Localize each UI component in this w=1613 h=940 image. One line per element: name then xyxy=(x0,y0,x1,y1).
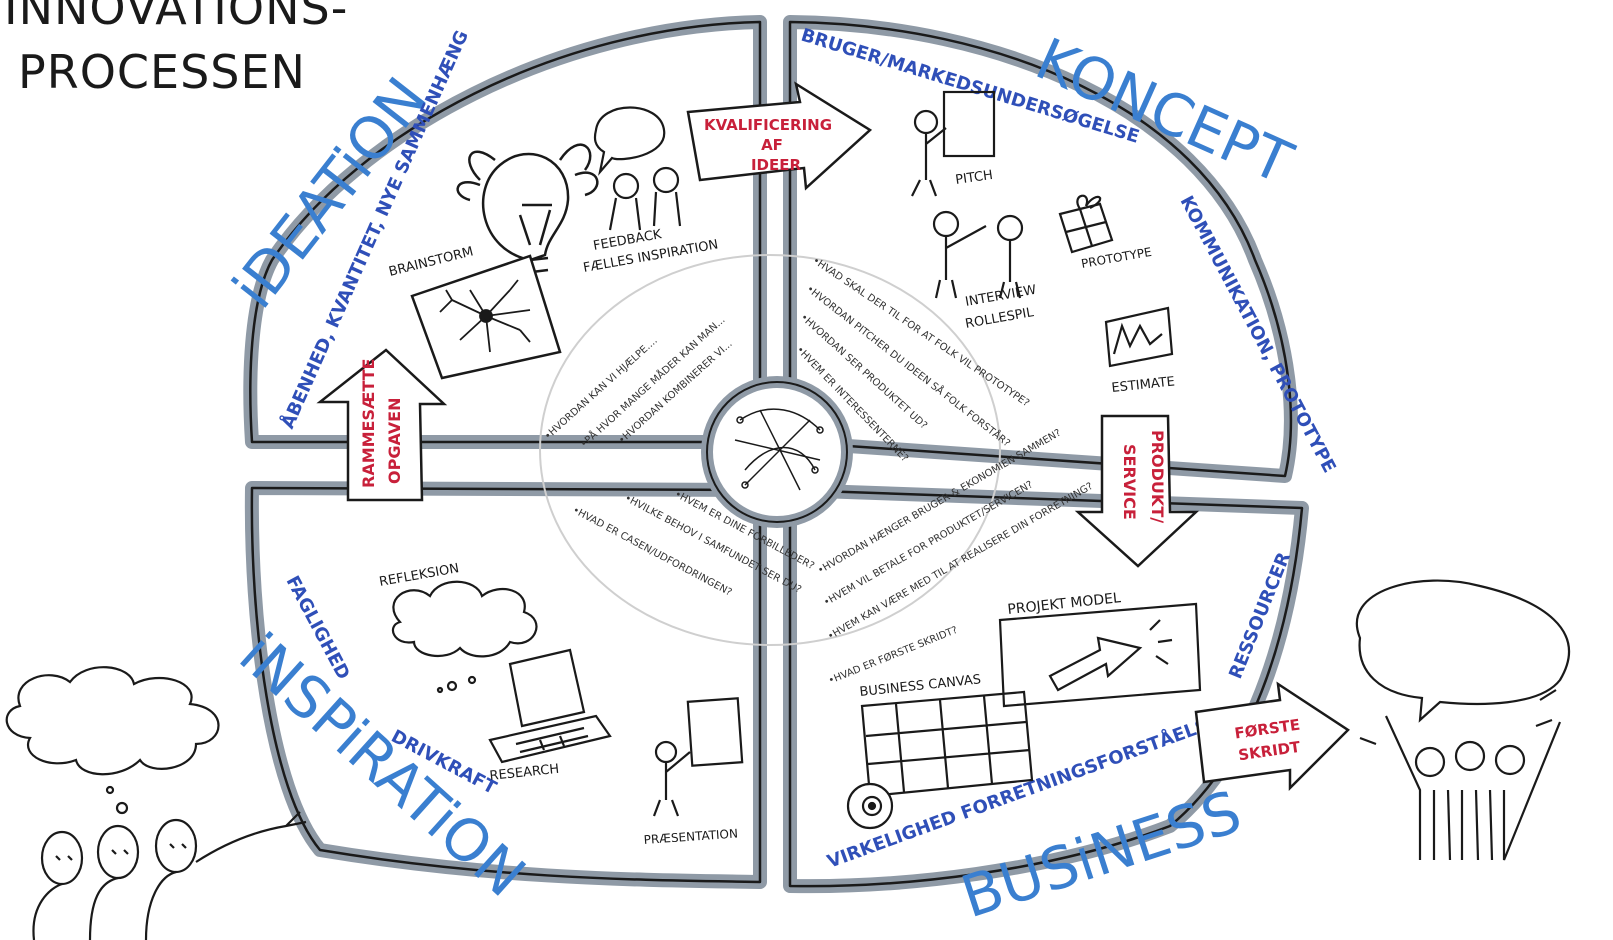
presentation-icon: PRÆSENTATION xyxy=(643,697,744,847)
title-line-2: PROCESSEN xyxy=(18,45,306,99)
interview-icon: INTERVIEW ROLLESPIL xyxy=(932,210,1038,332)
kvalificering-line-2: AF xyxy=(761,136,783,154)
forste-skridt-arrow: FØRSTE SKRIDT xyxy=(1194,681,1350,792)
refleksion-label: REFLEKSION xyxy=(378,561,460,590)
kvalificering-line-1: KVALIFICERING xyxy=(704,116,832,134)
celebrating-people-icon xyxy=(1355,579,1571,861)
kvalificering-arrow: KVALIFICERING AF IDEER xyxy=(686,81,873,191)
rammesaette-arrow: RAMMESÆTTE OPGAVEN xyxy=(316,348,448,502)
projekt-model-icon: PROJEKT MODEL xyxy=(998,590,1202,708)
lightbulb-icon xyxy=(456,143,599,274)
research-laptop-icon: RESEARCH xyxy=(488,648,612,784)
center-hub xyxy=(701,376,853,528)
thinking-people-icon xyxy=(5,666,307,940)
koncept-q1: •HVAD SKAL DER TIL FOR AT FOLK VIL PROTO… xyxy=(810,255,1031,409)
pitch-label: PITCH xyxy=(954,168,993,188)
inner-question-circle xyxy=(539,254,1001,646)
estimate-chart-icon: ESTIMATE xyxy=(1104,306,1176,396)
phase-label-inspiration: iNSPiRATiON xyxy=(227,620,539,910)
rammesaette-line-2: OPGAVEN xyxy=(385,398,404,484)
kvalificering-line-3: IDEER xyxy=(751,156,802,174)
prototype-gift-icon: PROTOTYPE xyxy=(1058,194,1153,271)
interview-label-2: ROLLESPIL xyxy=(964,305,1035,332)
produkt-line-1: PRODUKT/ xyxy=(1148,430,1167,523)
prototype-label: PROTOTYPE xyxy=(1080,245,1153,271)
brainstorm-board: BRAINSTORM xyxy=(387,244,562,380)
title-line-1: INNOVATIONS- xyxy=(4,0,348,35)
pitch-icon: PITCH xyxy=(911,90,996,197)
praesentation-label: PRÆSENTATION xyxy=(643,826,738,847)
research-label: RESEARCH xyxy=(489,762,560,784)
produkt-line-2: SERVICE xyxy=(1120,444,1139,520)
hub-network-icon xyxy=(734,408,824,491)
quadrant-wheel xyxy=(243,15,1309,894)
business-canvas-label: BUSINESS CANVAS xyxy=(859,672,982,700)
koncept-values-right: KOMMUNIKATION, PROTOTYPE xyxy=(1176,192,1340,476)
produkt-service-arrow: PRODUKT/ SERVICE xyxy=(1074,414,1200,568)
inspiration-q3: •HVAD ER CASEN/UDFORDRINGEN? xyxy=(571,505,734,599)
phase-label-ideation: iDEATiON xyxy=(219,65,440,321)
rammesaette-line-1: RAMMESÆTTE xyxy=(359,359,378,488)
brainstorm-label: BRAINSTORM xyxy=(387,244,475,279)
diagram-title: INNOVATIONS- PROCESSEN xyxy=(4,0,348,99)
business-q3: •HVEM KAN VÆRE MED TIL AT REALISERE DIN … xyxy=(826,481,1095,643)
estimate-label: ESTIMATE xyxy=(1111,374,1176,396)
